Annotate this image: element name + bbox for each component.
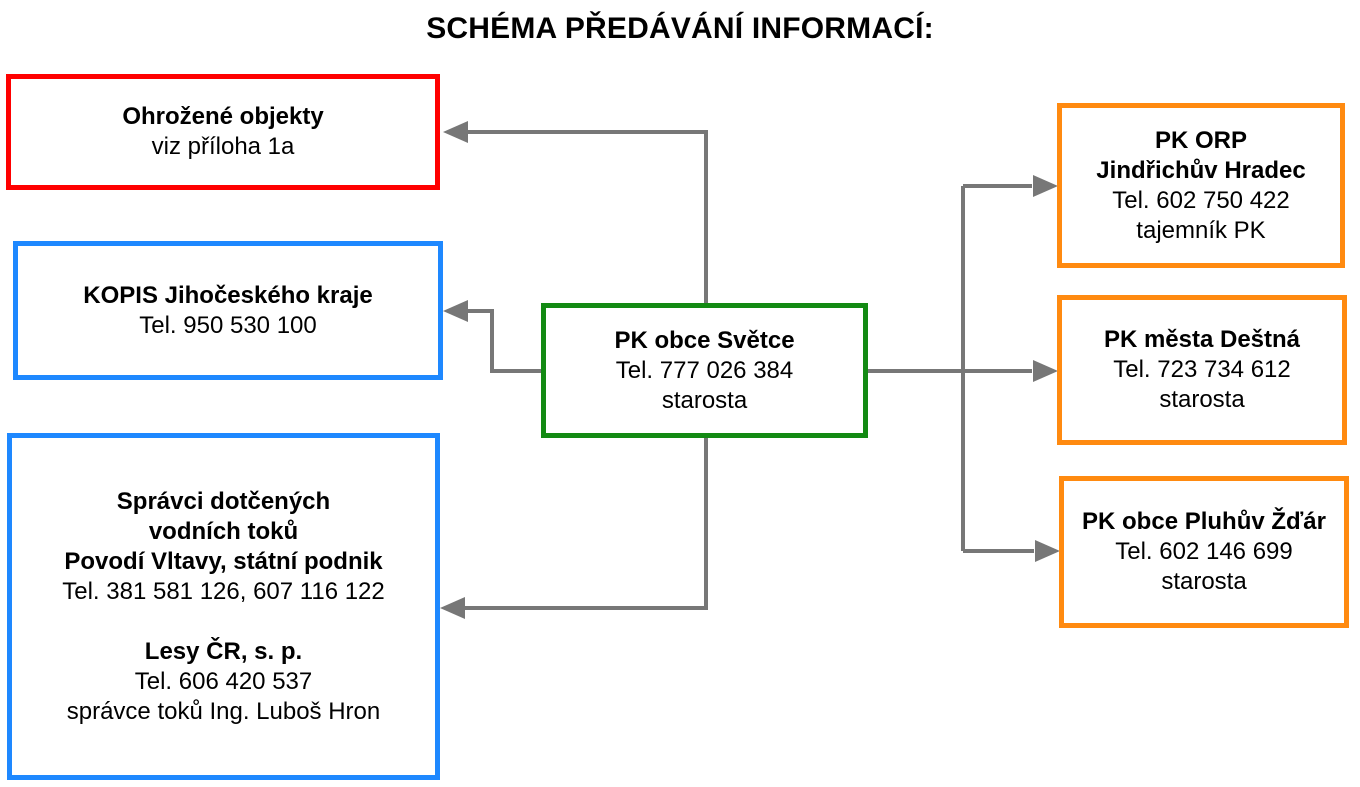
pluhuv-zdar-role: starosta <box>1161 568 1247 595</box>
connector-to-water-managers <box>463 437 708 610</box>
arrow-to-threatened <box>443 121 468 143</box>
arrow-to-pluhuv <box>1035 540 1060 562</box>
arrow-to-kopis <box>443 300 468 322</box>
diagram-title: SCHÉMA PŘEDÁVÁNÍ INFORMACÍ: <box>426 12 934 45</box>
orp-role: tajemník PK <box>1136 216 1266 244</box>
forest-name: Lesy ČR, s. p. <box>144 637 303 665</box>
arrow-to-water-managers <box>440 597 465 619</box>
box-center: PK obce Světce Tel. 777 026 384 starosta <box>541 303 868 438</box>
pluhuv-zdar-name: PK obce Pluhův Žďár <box>1082 508 1326 535</box>
forest-contact: správce toků Ing. Luboš Hron <box>66 697 381 725</box>
center-role: starosta <box>661 386 748 414</box>
forest-phone: Tel. 606 420 537 <box>134 667 313 695</box>
destna-phone: Tel. 723 734 612 <box>1113 356 1291 383</box>
kopis-name: KOPIS Jihočeského kraje <box>83 281 373 309</box>
box-pluhuv-zdar: PK obce Pluhův Žďár Tel. 602 146 699 sta… <box>1059 476 1349 628</box>
orp-line2: Jindřichův Hradec <box>1096 156 1306 184</box>
connector-to-kopis <box>466 309 543 373</box>
kopis-phone: Tel. 950 530 100 <box>139 311 317 339</box>
center-phone: Tel. 777 026 384 <box>615 356 794 384</box>
pluhuv-zdar-phone: Tel. 602 146 699 <box>1115 538 1293 565</box>
water-managers-line2: vodních toků <box>148 517 299 545</box>
box-destna: PK města Deštná Tel. 723 734 612 starost… <box>1057 295 1347 445</box>
threatened-objects-name: Ohrožené objekty <box>122 103 324 130</box>
box-threatened-objects: Ohrožené objekty viz příloha 1a <box>6 74 440 190</box>
box-kopis: KOPIS Jihočeského kraje Tel. 950 530 100 <box>13 241 443 380</box>
destna-role: starosta <box>1159 386 1245 413</box>
water-managers-line1: Správci dotčených <box>116 487 331 515</box>
threatened-objects-note: viz příloha 1a <box>151 133 295 160</box>
water-managers-phone: Tel. 381 581 126, 607 116 122 <box>62 577 385 605</box>
center-name: PK obce Světce <box>614 326 795 354</box>
water-managers-line3: Povodí Vltavy, státní podnik <box>64 547 383 575</box>
arrow-to-destna <box>1033 360 1058 382</box>
destna-name: PK města Deštná <box>1103 326 1301 353</box>
box-water-managers: Správci dotčených vodních toků Povodí Vl… <box>7 433 440 780</box>
orp-phone: Tel. 602 750 422 <box>1112 186 1290 214</box>
connector-to-threatened <box>466 130 708 303</box>
arrow-to-orp <box>1033 175 1058 197</box>
orp-line1: PK ORP <box>1154 126 1247 154</box>
box-orp: PK ORP Jindřichův Hradec Tel. 602 750 42… <box>1057 103 1345 268</box>
